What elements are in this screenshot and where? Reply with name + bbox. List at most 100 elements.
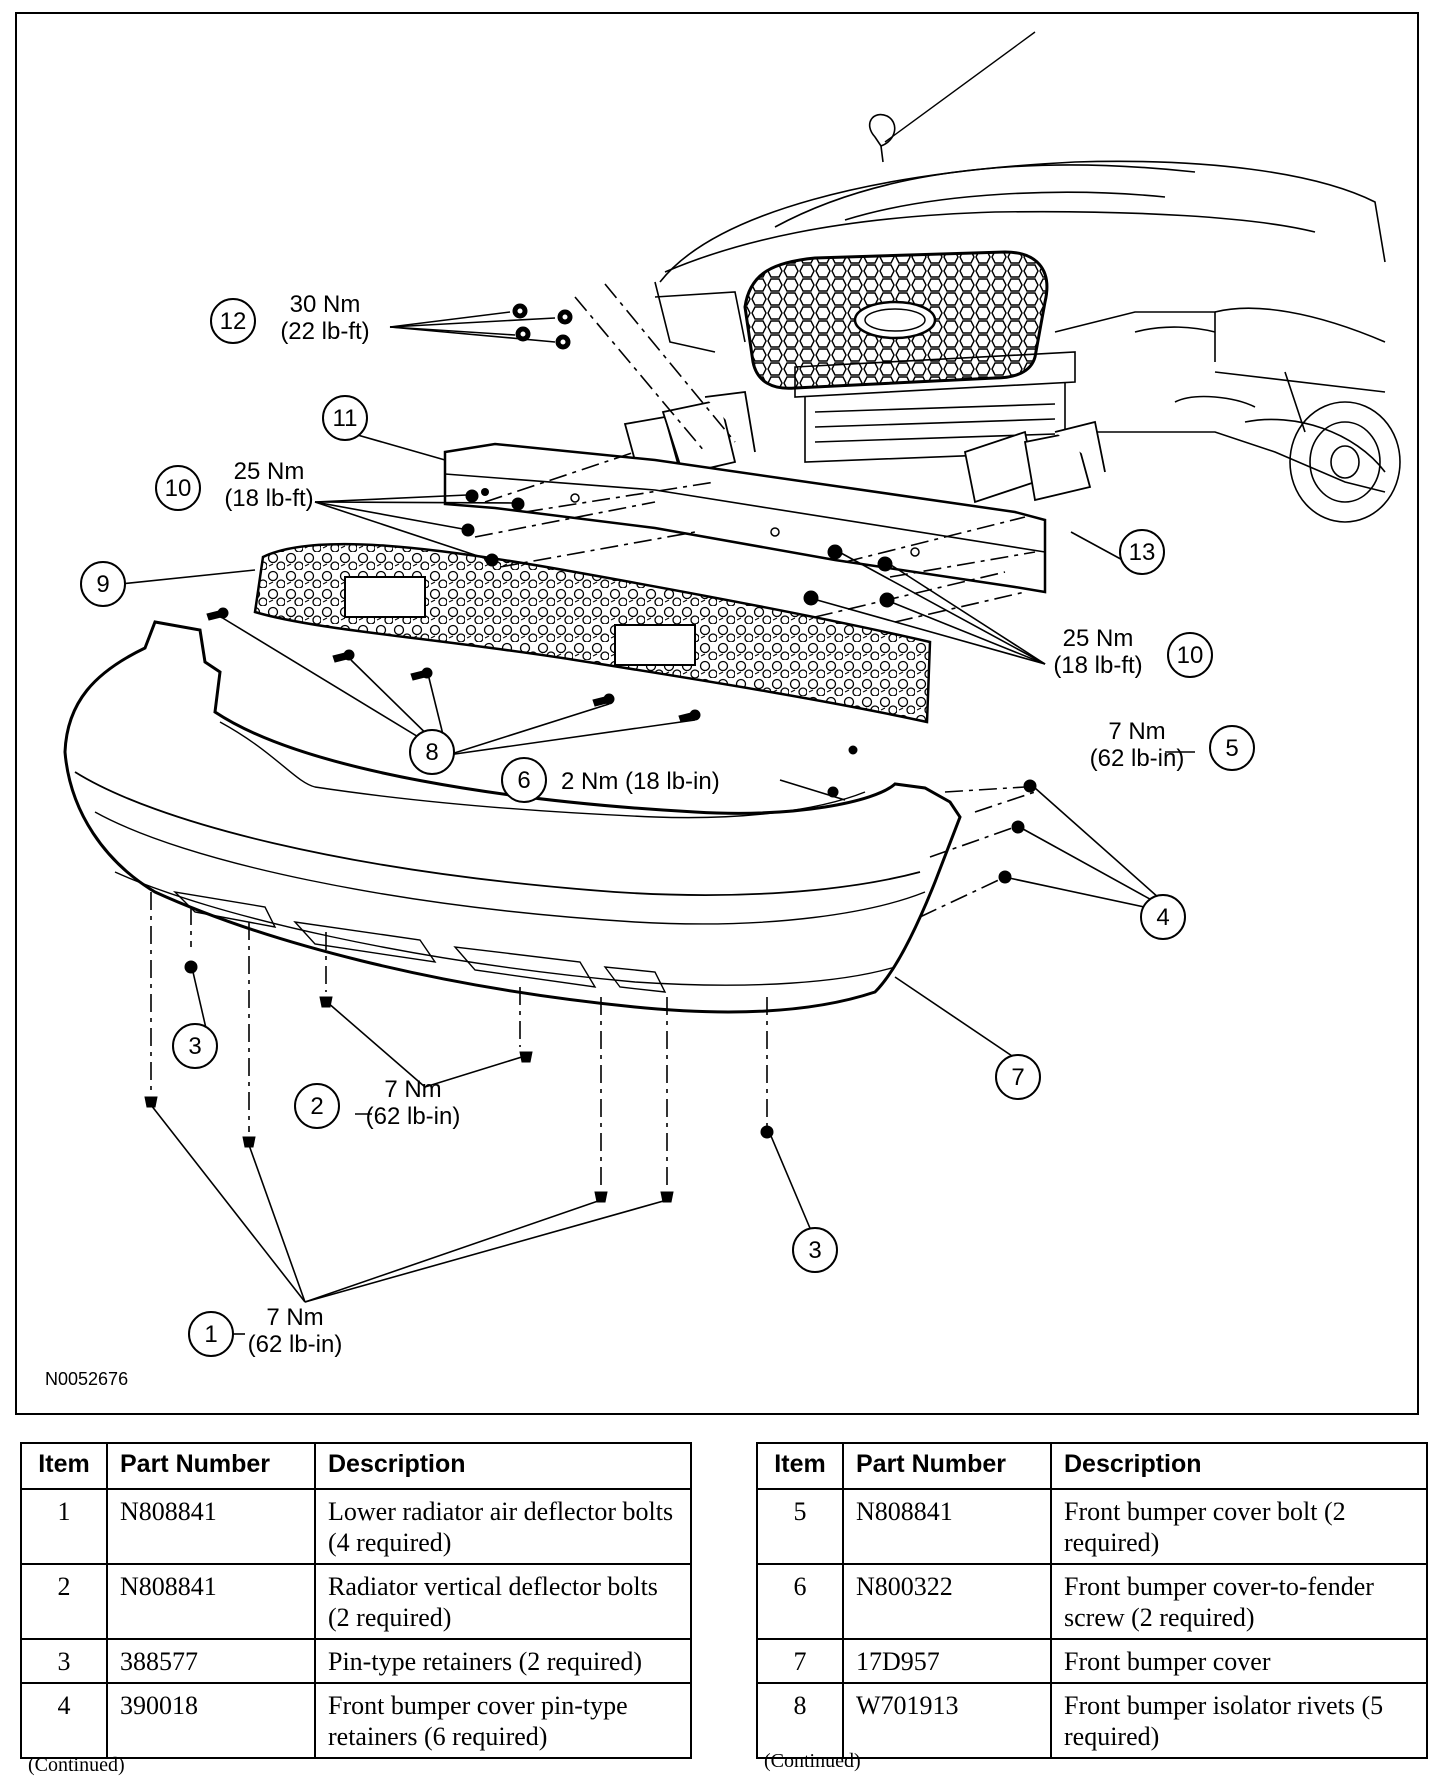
table-row: 8 W701913 Front bumper isolator rivets (… [756, 1682, 1428, 1759]
torque-1-lb: (62 lb-in) [248, 1331, 343, 1358]
part-number: W701913 [842, 1682, 1052, 1759]
callout-1: 1 [188, 1311, 234, 1357]
svg-text:2: 2 [310, 1093, 323, 1120]
part-number: 388577 [106, 1638, 316, 1684]
callout-12: 12 [210, 298, 256, 344]
part-number: 17D957 [842, 1638, 1052, 1684]
header-item: Item [756, 1442, 844, 1490]
callout-2: 2 [294, 1083, 340, 1129]
description: Radiator vertical deflector bolts (2 req… [314, 1563, 692, 1640]
fasteners [144, 303, 1037, 1203]
svg-text:3: 3 [188, 1033, 201, 1060]
svg-text:3: 3 [808, 1237, 821, 1264]
table-header-row: Item Part Number Description [20, 1442, 692, 1490]
torque-1-nm: 7 Nm [266, 1304, 323, 1331]
torque-2-nm: 7 Nm [384, 1076, 441, 1103]
description: Front bumper cover [1050, 1638, 1428, 1684]
header-item: Item [20, 1442, 108, 1490]
header-description: Description [314, 1442, 692, 1490]
callout-4: 4 [1140, 894, 1186, 940]
torque-2-lb: (62 lb-in) [366, 1103, 461, 1130]
callout-3a: 3 [172, 1023, 218, 1069]
torque-6: 2 Nm (18 lb-in) [561, 768, 720, 795]
part-number: 390018 [106, 1682, 316, 1759]
torque-12-lb: (22 lb-ft) [280, 318, 369, 345]
svg-text:9: 9 [96, 571, 109, 598]
assembly-lines [150, 283, 1036, 1187]
vehicle-front-end [654, 31, 1401, 523]
svg-text:11: 11 [333, 405, 358, 432]
item-number: 7 [756, 1638, 844, 1684]
item-number: 3 [20, 1638, 108, 1684]
item-number: 8 [756, 1682, 844, 1759]
continued-note-left: (Continued) [28, 1754, 125, 1776]
item-number: 4 [20, 1682, 108, 1759]
torque-10b-nm: 25 Nm [1063, 625, 1134, 652]
parts-table-right: Item Part Number Description 5 N808841 F… [756, 1442, 1428, 1759]
svg-text:12: 12 [220, 308, 247, 335]
svg-text:5: 5 [1225, 735, 1238, 762]
part-number: N808841 [106, 1488, 316, 1565]
torque-10b-lb: (18 lb-ft) [1053, 652, 1142, 679]
item-number: 1 [20, 1488, 108, 1565]
torque-specs: 30 Nm (22 lb-ft) 25 Nm (18 lb-ft) 25 Nm … [224, 291, 1184, 1358]
callout-3b: 3 [792, 1227, 838, 1273]
item-number: 5 [756, 1488, 844, 1565]
bumper-reinforcement [443, 442, 1047, 594]
part-number: N808841 [842, 1488, 1052, 1565]
callout-5: 5 [1209, 725, 1255, 771]
svg-text:13: 13 [1129, 539, 1156, 566]
table-header-row: Item Part Number Description [756, 1442, 1428, 1490]
callout-11: 11 [322, 395, 368, 441]
table-row: 7 17D957 Front bumper cover [756, 1638, 1428, 1684]
callout-10b: 10 [1167, 632, 1213, 678]
part-number: N808841 [106, 1563, 316, 1640]
table-row: 4 390018 Front bumper cover pin-type ret… [20, 1682, 692, 1759]
description: Front bumper cover bolt (2 required) [1050, 1488, 1428, 1565]
svg-text:7: 7 [1011, 1064, 1024, 1091]
description: Front bumper isolator rivets (5 required… [1050, 1682, 1428, 1759]
callout-8: 8 [409, 729, 455, 775]
figure-id: N0052676 [45, 1369, 128, 1389]
svg-text:10: 10 [165, 475, 192, 502]
callout-7: 7 [995, 1054, 1041, 1100]
callout-9: 9 [80, 561, 126, 607]
svg-text:4: 4 [1156, 904, 1169, 931]
torque-12-nm: 30 Nm [290, 291, 361, 318]
exploded-view-figure: 12 11 10 9 13 10 8 5 6 4 3 7 2 3 1 30 Nm… [15, 12, 1419, 1415]
item-number: 2 [20, 1563, 108, 1640]
header-part-number: Part Number [106, 1442, 316, 1490]
svg-text:8: 8 [425, 739, 438, 766]
callouts: 12 11 10 9 13 10 8 5 6 4 3 7 2 3 1 [80, 298, 1255, 1357]
figure-frame [15, 12, 1419, 1415]
parts-table-left: Item Part Number Description 1 N808841 L… [20, 1442, 692, 1759]
header-part-number: Part Number [842, 1442, 1052, 1490]
svg-text:10: 10 [1177, 642, 1204, 669]
table-row: 5 N808841 Front bumper cover bolt (2 req… [756, 1488, 1428, 1565]
torque-5-nm: 7 Nm [1108, 718, 1165, 745]
table-row: 1 N808841 Lower radiator air deflector b… [20, 1488, 692, 1565]
callout-6: 6 [501, 757, 547, 803]
callout-13: 13 [1119, 529, 1165, 575]
table-row: 2 N808841 Radiator vertical deflector bo… [20, 1563, 692, 1640]
item-number: 6 [756, 1563, 844, 1640]
continued-note-right: (Continued) [764, 1750, 861, 1772]
header-description: Description [1050, 1442, 1428, 1490]
description: Front bumper cover-to-fender screw (2 re… [1050, 1563, 1428, 1640]
front-grille [743, 250, 1049, 390]
svg-text:6: 6 [517, 767, 530, 794]
callout-10a: 10 [155, 465, 201, 511]
torque-5-lb: (62 lb-in) [1090, 745, 1185, 772]
svg-text:1: 1 [204, 1321, 217, 1348]
bumper-energy-absorber [253, 542, 932, 724]
part-number: N800322 [842, 1563, 1052, 1640]
bumper-cover [63, 620, 962, 1014]
table-row: 3 388577 Pin-type retainers (2 required) [20, 1638, 692, 1684]
description: Pin-type retainers (2 required) [314, 1638, 692, 1684]
torque-10a-nm: 25 Nm [234, 458, 305, 485]
table-row: 6 N800322 Front bumper cover-to-fender s… [756, 1563, 1428, 1640]
bumper-exploded-diagram: 12 11 10 9 13 10 8 5 6 4 3 7 2 3 1 30 Nm… [15, 12, 1419, 1415]
description: Front bumper cover pin-type retainers (6… [314, 1682, 692, 1759]
torque-10a-lb: (18 lb-ft) [224, 485, 313, 512]
description: Lower radiator air deflector bolts (4 re… [314, 1488, 692, 1565]
